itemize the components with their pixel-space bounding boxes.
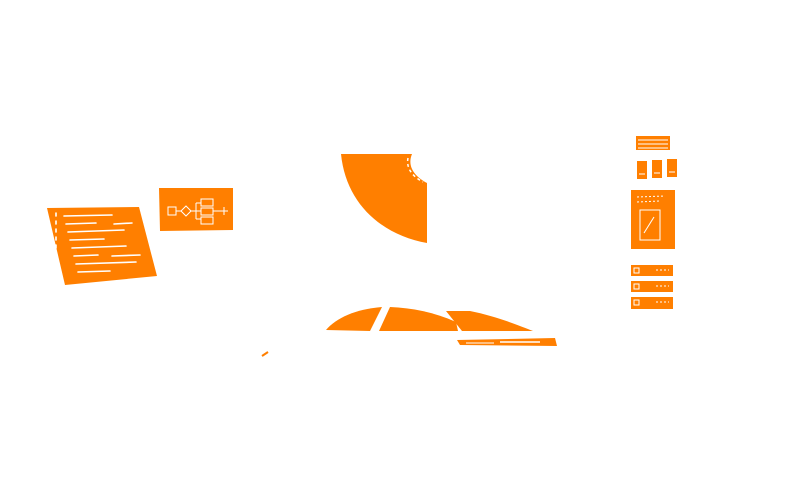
code-document-panel — [47, 207, 157, 285]
flowchart-panel — [159, 188, 233, 231]
desk-surface — [261, 307, 557, 357]
screen-panel — [341, 154, 427, 243]
ui-components-panel — [631, 136, 677, 309]
